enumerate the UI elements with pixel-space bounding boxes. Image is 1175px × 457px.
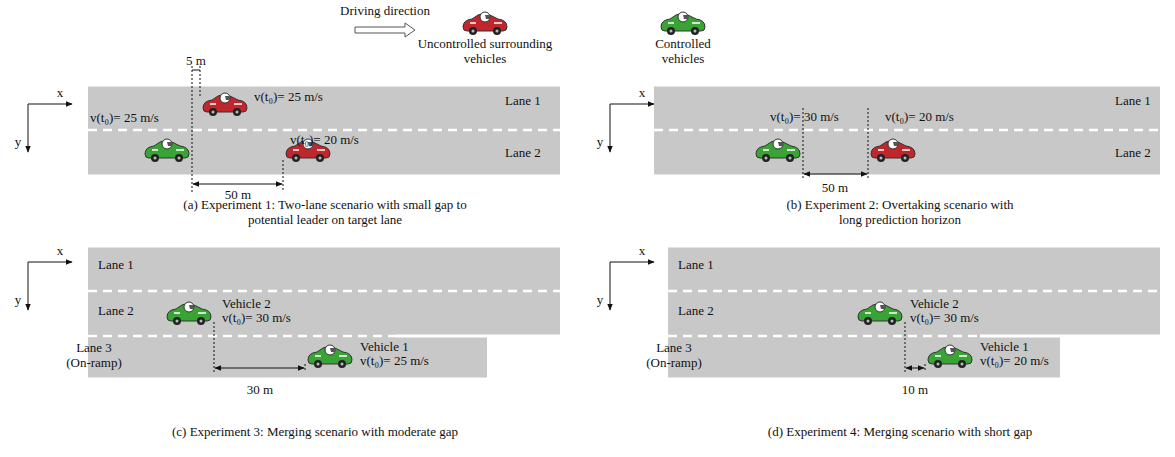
panel-caption: (c) Experiment 3: Merging scenario with … (172, 425, 458, 440)
legend-text: Uncontrolled surrounding vehicles (415, 37, 555, 67)
dimension-label: 30 m (247, 383, 273, 398)
vehicle-label: Vehicle 2 (910, 297, 959, 312)
legend-text: Controlled vehicles (643, 37, 723, 67)
lane-label: Lane 2 (678, 304, 714, 319)
axis-label: x (57, 244, 64, 259)
velocity-label: v(t₀)= 20 m/s (980, 354, 1049, 369)
velocity-label: v(t₀)= 30 m/s (770, 110, 839, 125)
vehicle-label: Vehicle 1 (980, 340, 1029, 355)
lane-label: Lane 1 (505, 94, 541, 109)
lane-label: Lane 1 (678, 258, 714, 273)
panel-caption: (b) Experiment 2: Overtaking scenario wi… (775, 198, 1025, 228)
vehicle-label: Vehicle 1 (360, 340, 409, 355)
lane-label: Lane 1 (1115, 94, 1151, 109)
panel-caption: (a) Experiment 1: Two-lane scenario with… (170, 198, 480, 228)
dimension-label: 5 m (186, 54, 206, 69)
lane-label: Lane 3 (On-ramp) (643, 341, 705, 371)
lane-label: Lane 3 (On-ramp) (63, 341, 125, 371)
velocity-label: v(t₀)= 20 m/s (290, 133, 359, 148)
velocity-label: v(t₀)= 25 m/s (90, 111, 159, 126)
velocity-label: v(t₀)= 20 m/s (885, 110, 954, 125)
axis-label: y (15, 135, 22, 150)
dimension-label: 50 m (822, 181, 848, 196)
velocity-label: v(t₀)= 30 m/s (222, 311, 291, 326)
vehicle-label: Vehicle 2 (222, 297, 271, 312)
velocity-label: v(t₀)= 25 m/s (360, 354, 429, 369)
velocity-label: v(t₀)= 30 m/s (910, 311, 979, 326)
axis-label: x (639, 86, 646, 101)
velocity-label: v(t₀)= 25 m/s (254, 90, 323, 105)
axis-label: x (57, 86, 64, 101)
legend-text: Driving direction (320, 4, 450, 19)
lane-label: Lane 2 (98, 304, 134, 319)
lane-label: Lane 1 (98, 258, 134, 273)
axis-label: y (597, 293, 604, 308)
axis-label: y (597, 135, 604, 150)
dimension-label: 10 m (902, 383, 928, 398)
axis-label: x (639, 244, 646, 259)
panel-caption: (d) Experiment 4: Merging scenario with … (768, 425, 1032, 440)
lane-label: Lane 2 (1115, 146, 1151, 161)
axis-label: y (15, 293, 22, 308)
lane-label: Lane 2 (505, 146, 541, 161)
